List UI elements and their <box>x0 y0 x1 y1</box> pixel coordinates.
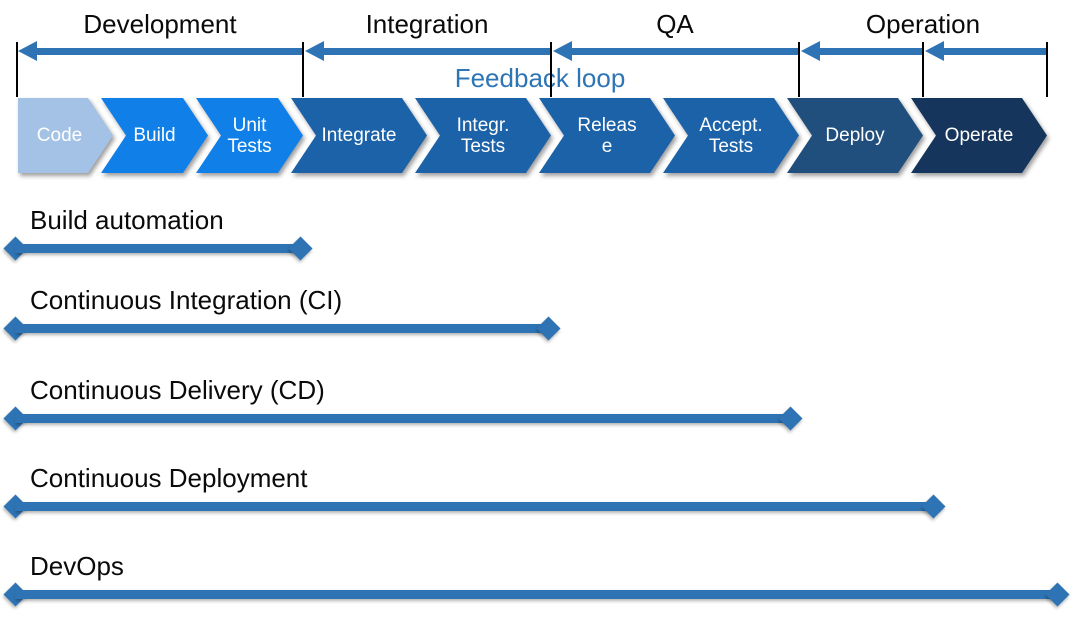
feedback-arrow-shaft <box>939 48 1047 55</box>
stage-label: Accept. Tests <box>663 98 799 173</box>
stage-chevron-release: Releas e <box>539 98 675 173</box>
stage-chevron-acceptance-tests: Accept. Tests <box>663 98 799 173</box>
feedback-arrow-shaft <box>32 48 303 55</box>
span-bar <box>15 414 790 423</box>
phase-boundary-tick <box>302 42 304 97</box>
stage-label: Operate <box>911 98 1047 173</box>
practice-label: Continuous Integration (CI) <box>30 285 343 315</box>
stage-label: Releas e <box>539 98 675 173</box>
phase-label-integration: Integration <box>365 9 489 39</box>
practice-label: DevOps <box>30 551 124 581</box>
phase-label-development: Development <box>83 9 237 39</box>
phase-boundary-tick <box>1046 42 1048 97</box>
feedback-arrow-shaft <box>815 48 923 55</box>
span-bar <box>15 244 300 253</box>
span-endpoint-diamond-icon <box>921 494 946 519</box>
practice-row-continuous-delivery: Continuous Delivery (CD) <box>0 375 1083 435</box>
span-bar <box>15 590 1057 599</box>
practice-label: Continuous Delivery (CD) <box>30 375 325 405</box>
stage-chevron-integration-tests: Integr. Tests <box>415 98 551 173</box>
stage-chevron-operate: Operate <box>911 98 1047 173</box>
span-endpoint-diamond-icon <box>1045 582 1070 607</box>
phase-label-qa: QA <box>656 9 694 39</box>
phase-boundary-tick <box>550 42 552 97</box>
span-endpoint-diamond-icon <box>288 236 313 261</box>
span-endpoint-diamond-icon <box>778 406 803 431</box>
span-bar <box>15 502 933 511</box>
feedback-loop-label: Feedback loop <box>454 63 626 93</box>
practice-row-continuous-deployment: Continuous Deployment <box>0 463 1083 523</box>
stage-chevron-build: Build <box>101 98 208 173</box>
span-bar <box>15 324 548 333</box>
stage-chevron-code: Code <box>18 98 113 173</box>
practice-row-continuous-integration: Continuous Integration (CI) <box>0 285 1083 345</box>
practice-label: Build automation <box>30 205 224 235</box>
phase-label-operation: Operation <box>865 9 981 39</box>
stage-chevron-unit-tests: Unit Tests <box>196 98 303 173</box>
feedback-arrow-shaft <box>319 48 551 55</box>
feedback-arrowhead-icon <box>925 41 944 61</box>
stage-label: Code <box>18 98 113 173</box>
practice-row-build-automation: Build automation <box>0 205 1083 265</box>
stage-chevron-integrate: Integrate <box>291 98 427 173</box>
feedback-arrowhead-icon <box>18 41 37 61</box>
stage-chevron-deploy: Deploy <box>787 98 923 173</box>
stage-label: Integrate <box>291 98 427 173</box>
stage-label: Unit Tests <box>196 98 303 173</box>
feedback-arrowhead-icon <box>801 41 820 61</box>
feedback-arrowhead-icon <box>553 41 572 61</box>
stage-label: Deploy <box>787 98 923 173</box>
span-endpoint-diamond-icon <box>536 316 561 341</box>
phase-boundary-tick <box>922 42 924 97</box>
practice-label: Continuous Deployment <box>30 463 308 493</box>
feedback-arrowhead-icon <box>305 41 324 61</box>
stage-label: Build <box>101 98 208 173</box>
phase-boundary-tick <box>798 42 800 97</box>
phase-boundary-tick <box>16 42 18 97</box>
feedback-arrow-shaft <box>567 48 799 55</box>
practice-row-devops: DevOps <box>0 551 1083 611</box>
stage-label: Integr. Tests <box>415 98 551 173</box>
